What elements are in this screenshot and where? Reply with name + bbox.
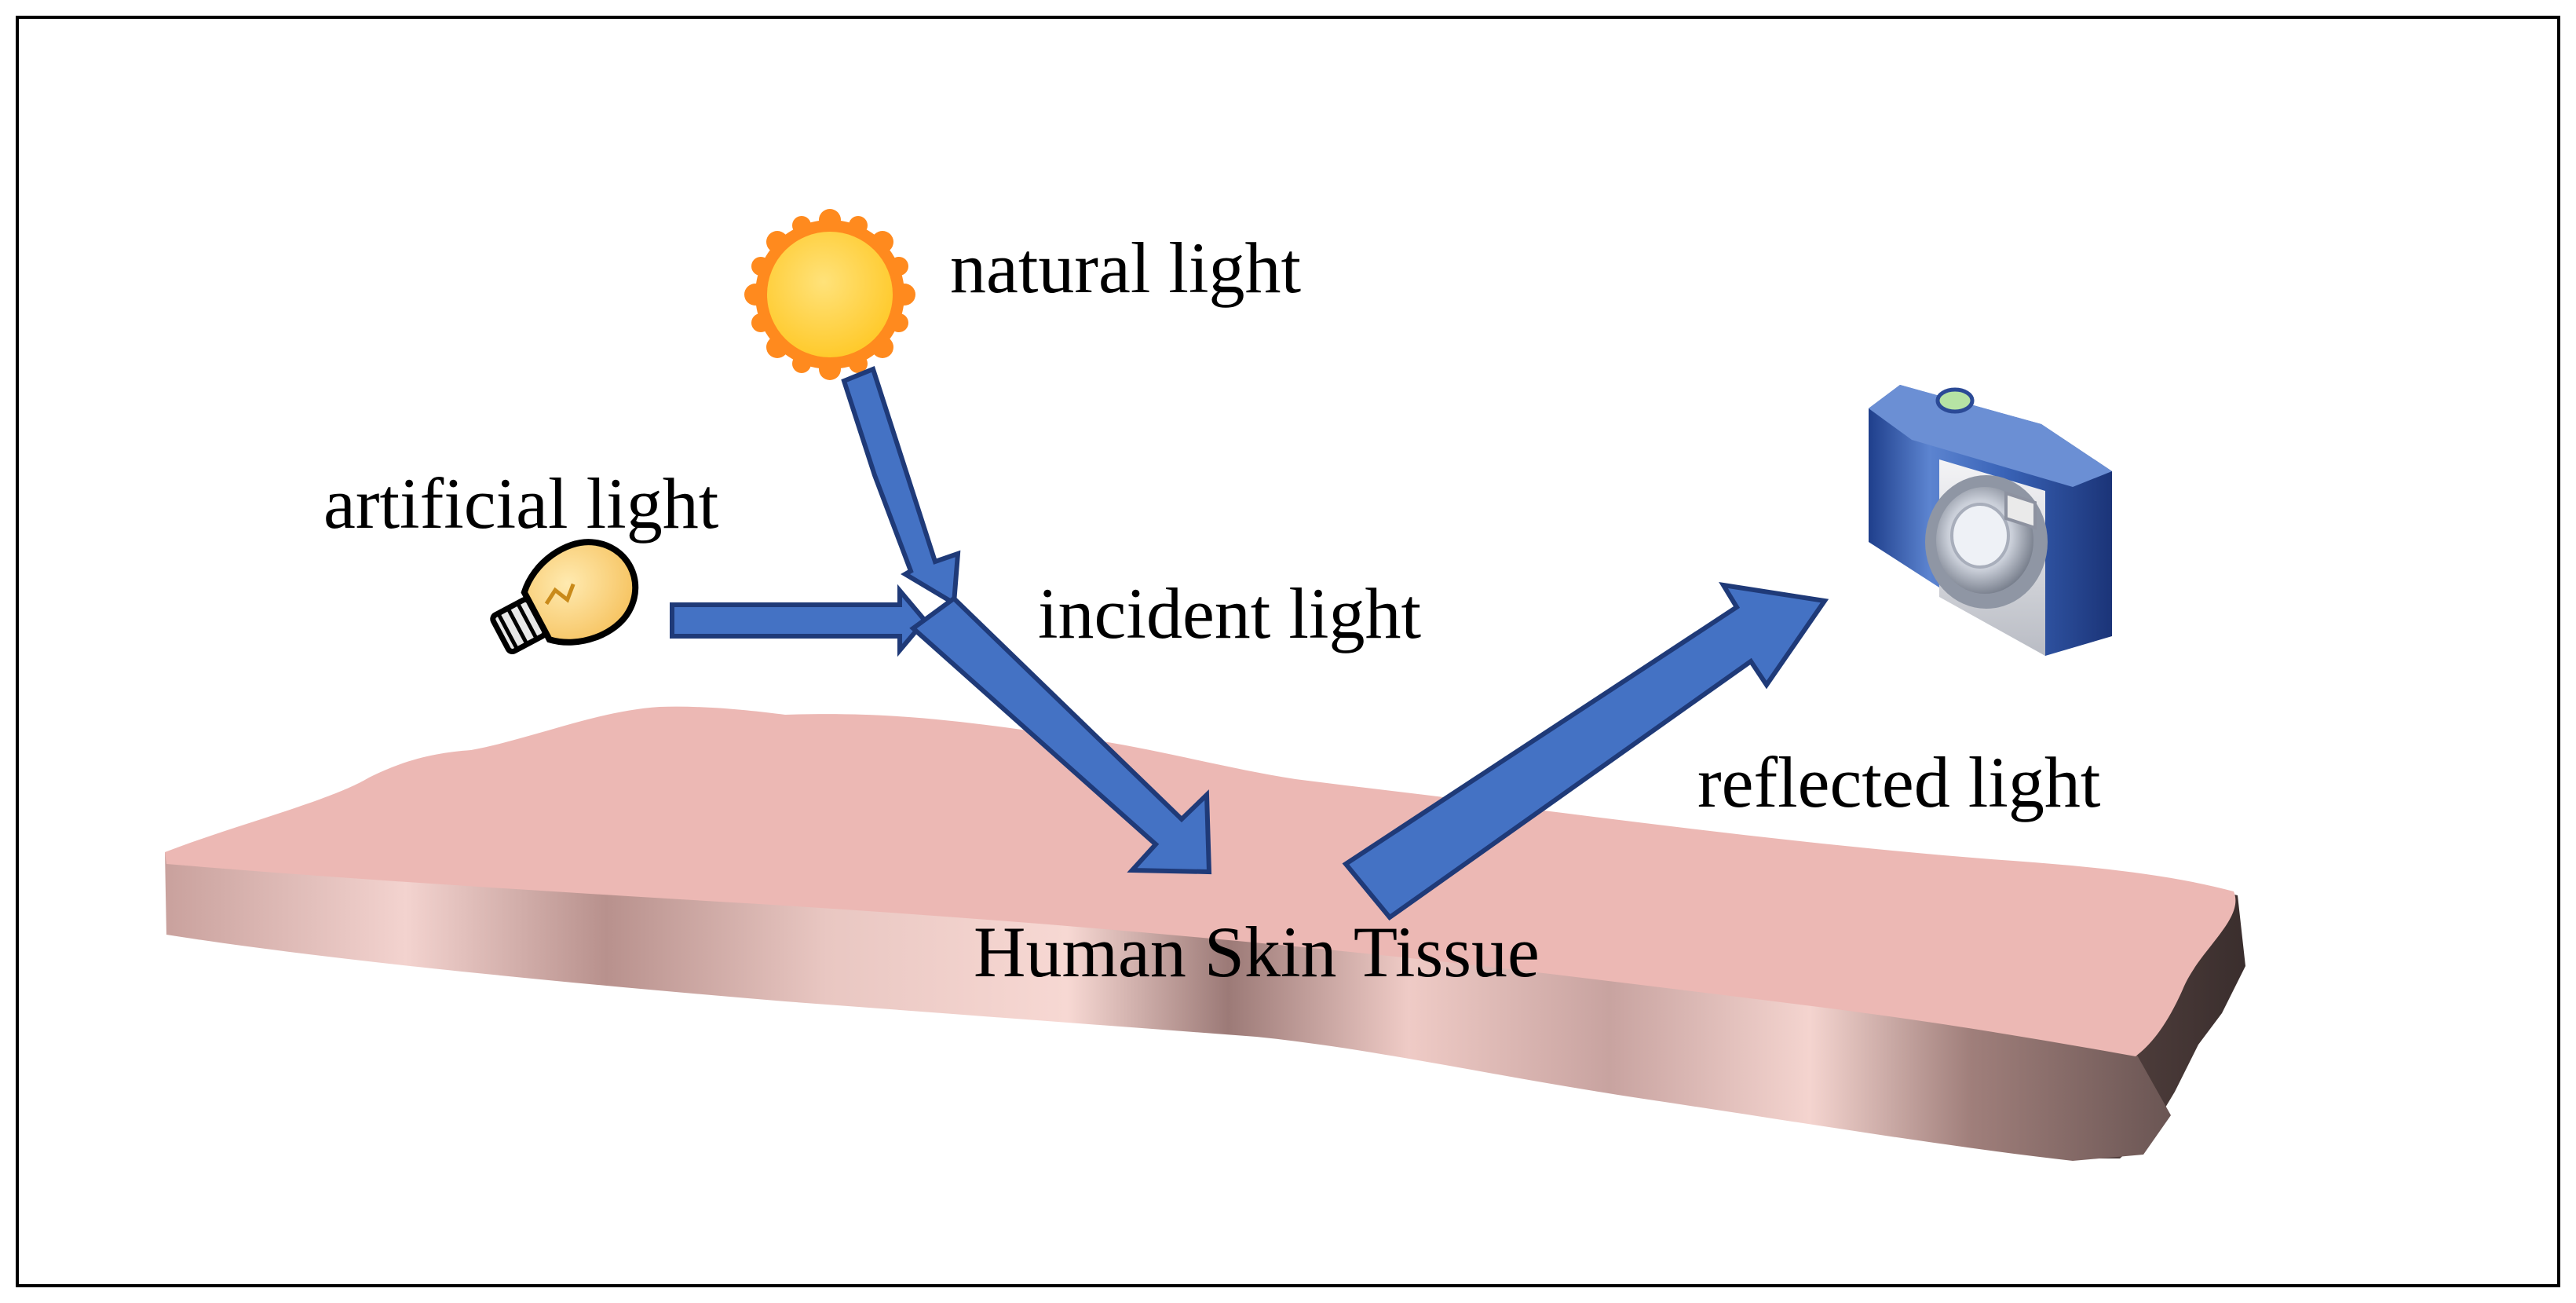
reflected-light-arrow (1342, 582, 1829, 921)
artificial-light-arrow (670, 584, 928, 657)
natural-light-label: natural light (950, 228, 1302, 308)
skin-tissue-label: Human Skin Tissue (974, 912, 1540, 992)
reflected-light-label: reflected light (1697, 742, 2101, 822)
skin-tissue-slab (165, 706, 2245, 1161)
sun-icon (744, 209, 915, 380)
skin-top-surface (165, 706, 2236, 1056)
incident-light-arrow (909, 595, 1212, 875)
arrows (670, 366, 1829, 921)
artificial-light-label: artificial light (323, 463, 719, 544)
light-bulb-icon (490, 539, 639, 654)
skin-front-edge (165, 844, 2171, 1161)
camera-icon (1869, 385, 2112, 656)
incident-light-label: incident light (1038, 573, 1421, 653)
